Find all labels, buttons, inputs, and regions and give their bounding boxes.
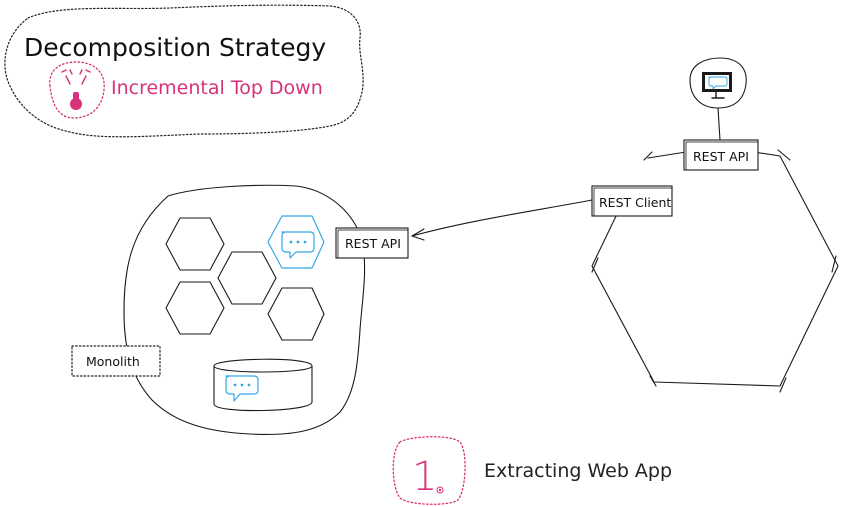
monolith-rest-api-box: REST API <box>335 227 409 259</box>
database-cylinder-icon <box>213 358 313 412</box>
web-app-hexagon <box>591 151 839 387</box>
chat-bubble-icon <box>281 231 315 259</box>
rest-client-label: REST Client <box>599 195 671 210</box>
web-app-rest-api-label: REST API <box>693 149 749 164</box>
monitor-chat-icon <box>689 57 747 141</box>
chat-service-hexagon <box>267 215 325 269</box>
step-caption: Extracting Web App <box>484 460 672 482</box>
monolith-rest-api-label: REST API <box>345 236 401 251</box>
connection-arrow <box>411 199 593 241</box>
chat-bubble-icon <box>225 375 259 402</box>
page-title: Decomposition Strategy <box>24 33 326 62</box>
service-hexagon <box>217 251 277 305</box>
monolith-label: Monolith <box>86 354 140 369</box>
web-app-rest-api-box: REST API <box>683 139 759 171</box>
monolith-boundary <box>123 184 366 435</box>
service-hexagons <box>165 215 325 341</box>
service-hexagon <box>267 287 325 341</box>
service-hexagon <box>165 217 225 271</box>
monolith-label-box: Monolith <box>71 345 161 377</box>
step-number: 1 <box>412 454 437 500</box>
title-cloud <box>4 4 364 138</box>
broadcast-tower-icon <box>49 61 105 119</box>
rest-client-box: REST Client <box>591 185 673 217</box>
page-subtitle: Incremental Top Down <box>111 77 323 99</box>
service-hexagon <box>165 281 225 335</box>
step-indicator: 1 <box>392 436 466 505</box>
